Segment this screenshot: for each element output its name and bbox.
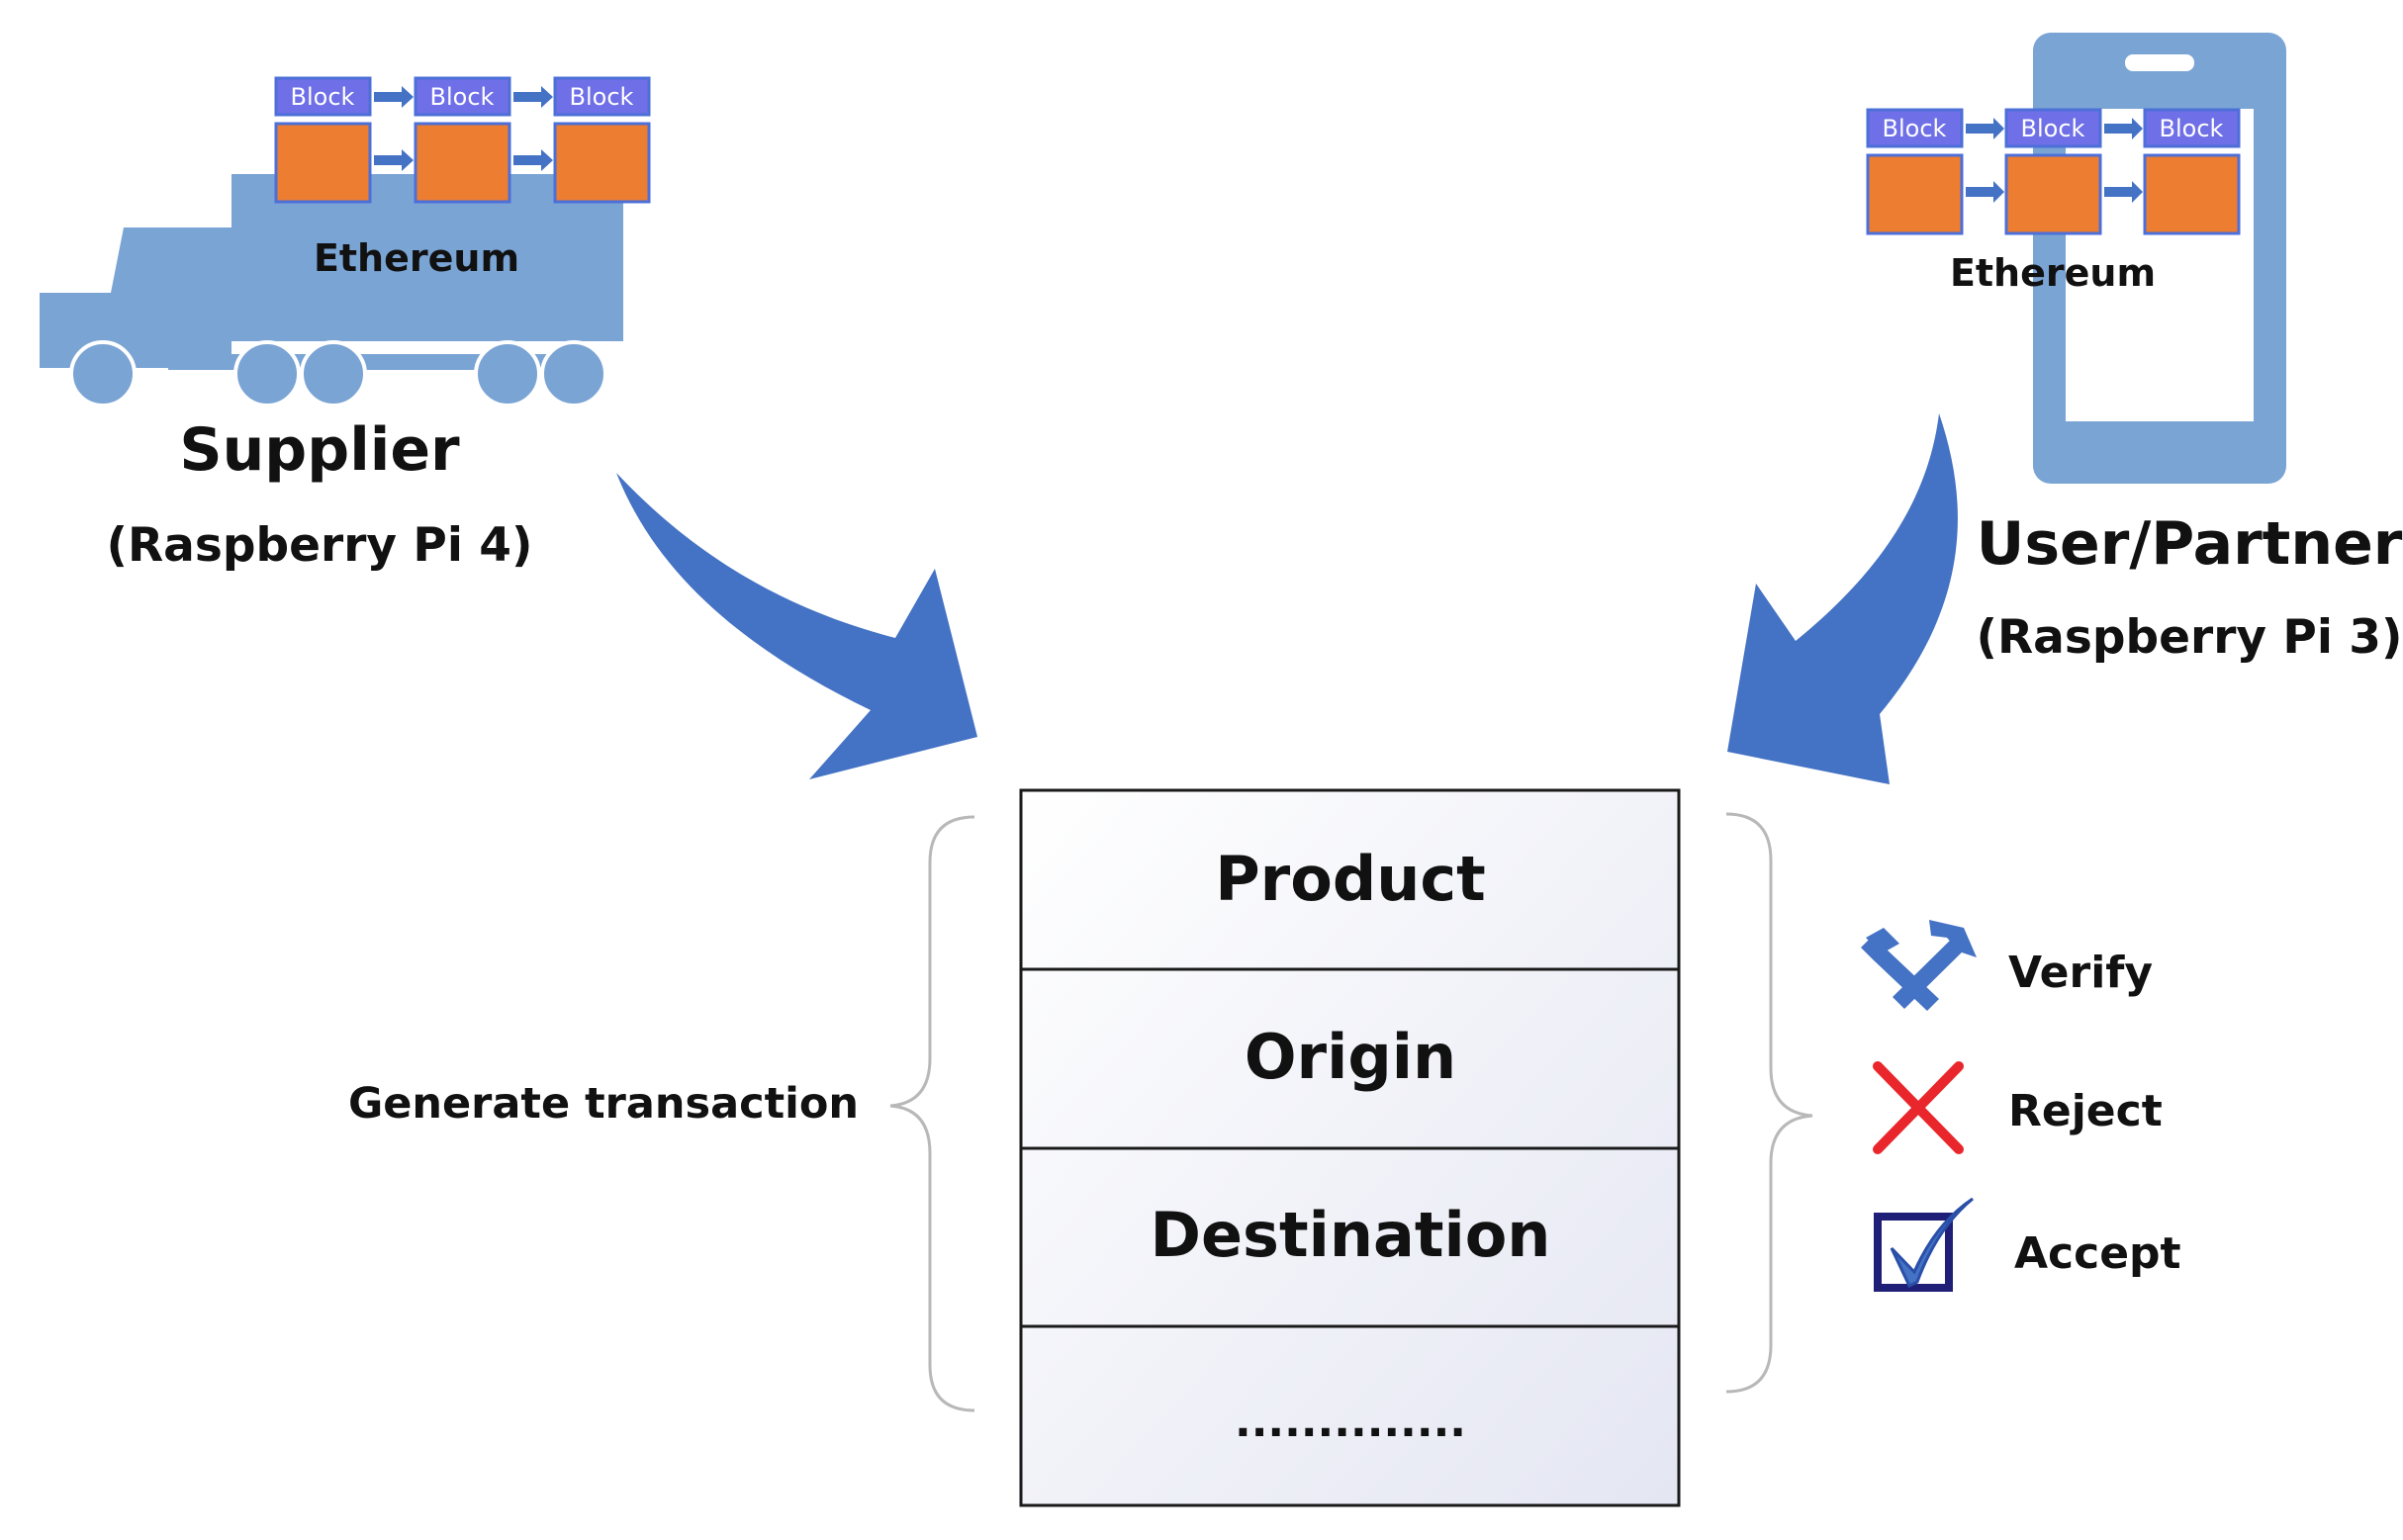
supplier-title: Supplier <box>179 415 460 485</box>
supplier-truck-icon <box>40 174 623 408</box>
block-link-arrows <box>374 86 553 171</box>
supplier-subtitle: (Raspberry Pi 4) <box>107 518 533 573</box>
transaction-table: Product Origin Destination .............… <box>1019 788 1681 1507</box>
block-link-arrows <box>1966 118 2143 203</box>
user-title: User/Partner <box>1977 509 2403 579</box>
field-destination: Destination <box>1151 1199 1551 1271</box>
supplier-to-transaction-arrow <box>616 473 977 779</box>
block-label: Block <box>2021 115 2085 142</box>
user-to-transaction-arrow <box>1727 413 1958 784</box>
checkbox-check-icon <box>1874 1197 1974 1292</box>
block-label: Block <box>430 83 495 111</box>
user-subtitle: (Raspberry Pi 3) <box>1977 610 2403 665</box>
block-3: Block <box>553 76 651 204</box>
block-1: Block <box>1866 108 1964 235</box>
field-origin: Origin <box>1245 1021 1456 1093</box>
user-blockchain: Block Block Block Ethereum <box>1866 108 2241 295</box>
user-chain-label: Ethereum <box>1950 251 2156 295</box>
action-reject: Reject <box>1873 1061 2163 1154</box>
generate-transaction-label: Generate transaction <box>348 1079 859 1129</box>
block-2: Block <box>414 76 511 204</box>
block-label: Block <box>1883 115 1947 142</box>
hammer-pick-icon <box>1861 920 1977 1011</box>
block-label: Block <box>2160 115 2224 142</box>
block-2: Block <box>2004 108 2102 235</box>
left-brace <box>889 815 975 1412</box>
block-3: Block <box>2143 108 2241 235</box>
block-label: Block <box>291 83 355 111</box>
block-label: Block <box>570 83 634 111</box>
action-verify: Verify <box>1861 920 2153 1011</box>
action-accept: Accept <box>1874 1197 2181 1292</box>
right-brace <box>1725 812 1813 1394</box>
verify-label: Verify <box>2008 948 2153 998</box>
cross-icon <box>1873 1061 1964 1154</box>
field-product: Product <box>1215 843 1486 915</box>
reject-label: Reject <box>2008 1086 2163 1136</box>
block-1: Block <box>274 76 372 204</box>
supplier-blockchain: Block Block Block Ethereum <box>274 76 651 280</box>
accept-label: Accept <box>2014 1228 2181 1279</box>
supplier-chain-label: Ethereum <box>314 236 519 280</box>
field-more: .............. <box>1235 1397 1466 1447</box>
